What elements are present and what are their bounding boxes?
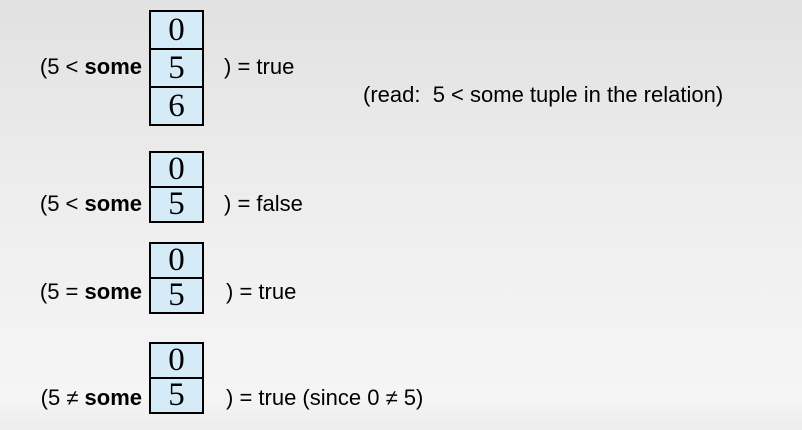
expression-4-result: ) = true (since 0 ≠ 5) xyxy=(226,385,424,410)
expression-1-lhs: (5 < some xyxy=(0,54,142,80)
expression-2-result: ) = false xyxy=(224,191,303,216)
tuple-cell: 5 xyxy=(149,277,204,314)
relation-table-3: 0 5 xyxy=(149,242,204,314)
relation-table-2: 0 5 xyxy=(149,151,204,223)
expression-3-result: ) = true xyxy=(226,279,297,304)
expression-3-prefix: (5 = xyxy=(39,279,85,304)
some-keyword: some xyxy=(84,54,142,79)
some-keyword: some xyxy=(84,385,142,410)
expression-1-prefix: (5 < xyxy=(39,54,85,79)
tuple-cell: 0 xyxy=(149,242,204,279)
expression-4-prefix: (5 ≠ xyxy=(40,385,85,410)
tuple-cell: 5 xyxy=(149,186,204,223)
relation-table-4: 0 5 xyxy=(149,342,204,414)
expression-3-lhs: (5 = some xyxy=(0,279,142,305)
tuple-cell: 0 xyxy=(149,10,204,50)
relation-table-1: 0 5 6 xyxy=(149,10,204,126)
some-keyword: some xyxy=(84,279,142,304)
expression-1-result: ) = true xyxy=(224,54,295,79)
expression-4-lhs: (5 ≠ some xyxy=(0,385,142,411)
expression-2-lhs: (5 < some xyxy=(0,191,142,217)
read-note: (read: 5 < some tuple in the relation) xyxy=(363,82,724,107)
tuple-cell: 0 xyxy=(149,342,204,379)
some-keyword: some xyxy=(84,191,142,216)
tuple-cell: 5 xyxy=(149,377,204,414)
tuple-cell: 0 xyxy=(149,151,204,188)
tuple-cell: 5 xyxy=(149,48,204,88)
tuple-cell: 6 xyxy=(149,86,204,126)
expression-2-prefix: (5 < xyxy=(39,191,85,216)
